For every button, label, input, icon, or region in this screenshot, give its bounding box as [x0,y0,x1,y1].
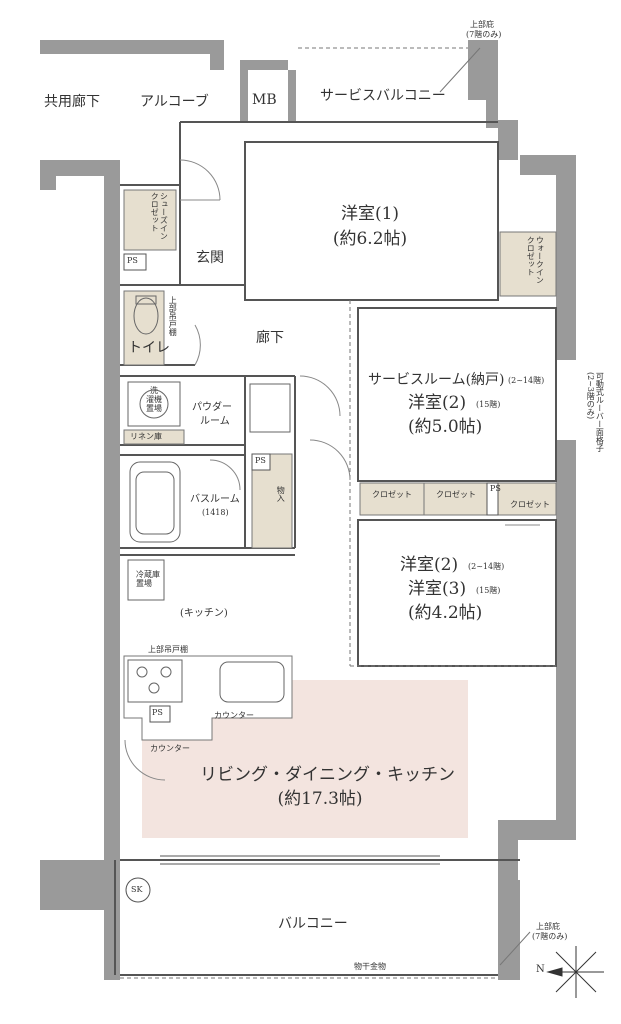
ldk-label: リビング・ダイニング・キッチン [200,765,455,785]
ps-boxes [123,253,499,723]
service-room-label: サービスルーム(納戸) [368,372,505,388]
western2-15-note: (15階) [476,400,501,409]
service-balcony-label: サービスバルコニー [320,88,446,104]
outer-walls [40,40,576,980]
closet-label-1: クロゼット [372,490,412,499]
western1-label: 洋室(1) [340,204,400,224]
handrail-label: 物干金物 [354,962,386,971]
alcove-label: アルコーブ [140,94,209,110]
sk-label: SK [131,885,143,894]
western3-size: (約4.2帖) [408,603,483,623]
powder-label: パウダー [192,402,232,413]
eave-bottom-label: 上部庇 [536,922,560,931]
service-room-note: (2~14階) [508,376,545,385]
closet-label-3: クロゼット [510,500,550,509]
ldk-size: (約17.3帖) [277,789,363,809]
balcony-windows [160,855,440,865]
mb-label: MB [252,92,277,108]
western1-size: (約6.2帖) [332,229,408,249]
louver-label: 可動式ルーバー面格子 (2~3階のみ) [586,372,605,452]
walk-in-closet-label: ウォークイン クロゼット [526,236,545,284]
interior-walls [114,121,557,976]
closet-label-2: クロゼット [436,490,476,499]
balcony-label: バルコニー [278,916,348,932]
counter-label-1: カウンター [214,711,254,720]
eave-dashes [120,47,556,979]
entrance-label: 玄関 [196,250,224,266]
north-label: N [536,964,545,975]
bath-fixtures [127,295,291,543]
leader-lines [439,47,531,966]
washer-label: 洗 濯機 置場 [146,386,162,414]
linen-label: リネン庫 [130,432,162,441]
powder-label-2: ルーム [200,416,230,427]
hallway-label: 廊下 [256,330,284,346]
storage-label: 物入 [276,486,286,502]
door-swings [124,159,540,781]
fridge-label: 冷蔵庫 置場 [136,570,160,589]
common-corridor-label: 共用廊下 [44,94,100,110]
ps-label-3: PS [490,484,501,493]
western3-note: (15階) [476,586,501,595]
ps-label-1: PS [127,256,138,265]
kitchen-shelf-label: 上部吊戸棚 [148,645,188,654]
ps-label-4: PS [152,708,163,717]
kitchen-fixtures [127,559,285,703]
compass-icon [546,946,604,998]
kitchen-label: (キッチン) [180,608,228,619]
upper-shelf-label: 上部吊戸棚 [168,296,178,336]
shoe-closet-label: シューズイン クロゼット [150,192,169,240]
western2-15-label: 洋室(2) [408,393,467,413]
western2-label: 洋室(2) [400,555,459,575]
western3-label: 洋室(3) [408,579,467,599]
eave-top-label: 上部庇 [470,20,494,29]
western2-size: (約5.0帖) [408,417,483,437]
toilet-label: トイレ [128,340,170,356]
bath-size: (1418) [202,508,229,517]
western2-note: (2~14階) [468,562,505,571]
bath-label: バスルーム [190,494,240,505]
eave-top-note: (7階のみ) [466,30,502,39]
ps-label-2: PS [255,456,266,465]
counter-label-2: カウンター [150,744,190,753]
eave-bottom-note: (7階のみ) [532,932,568,941]
sk-circle [125,877,151,903]
